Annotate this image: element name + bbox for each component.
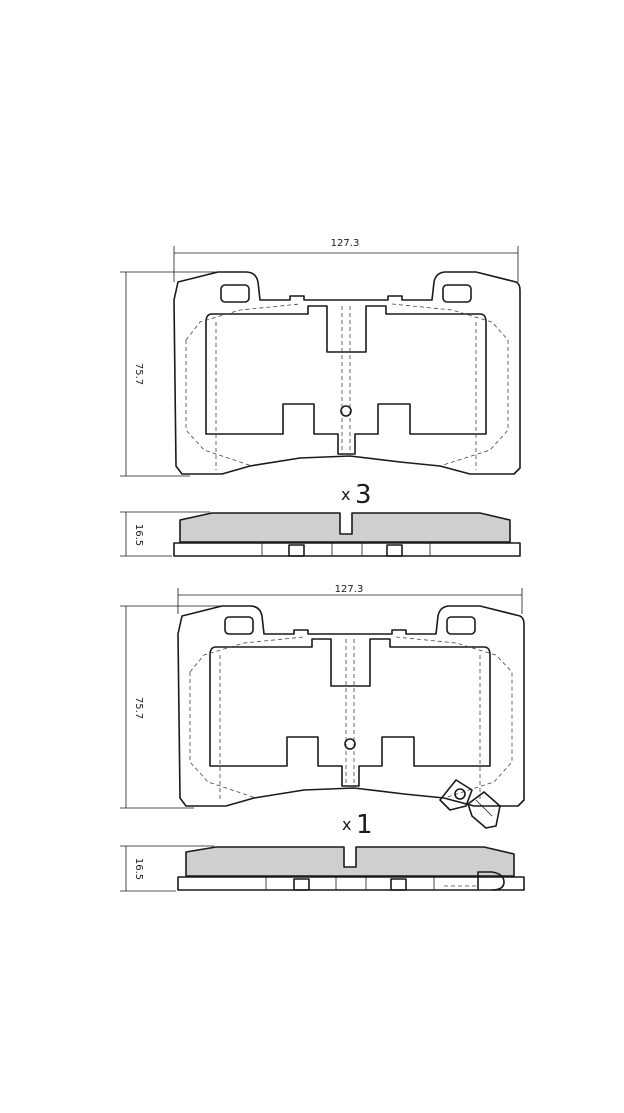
pad-2-center-hole	[344, 738, 356, 750]
pad-2-right-mount-hole	[446, 616, 476, 635]
pad-1-left-mount-hole	[220, 284, 250, 303]
pad-1-side-view: 16.5	[120, 511, 521, 557]
pad-1-height-dimension: 75.7	[120, 271, 220, 477]
pad-2-thickness-label: 16.5	[133, 858, 144, 880]
pad-1-center-hole	[340, 405, 352, 417]
wear-sensor	[439, 779, 501, 829]
pad-1-width-label: 127.3	[331, 238, 360, 249]
pad-1-quantity: x 3	[341, 480, 372, 510]
pad-2-width-dimension: 127.3	[177, 584, 523, 614]
pad-2-side-view: 16.5	[120, 845, 525, 892]
pad-1-backing-side	[173, 542, 521, 557]
pad-2-friction-outline	[209, 638, 491, 787]
pad-1-backing-plate	[173, 271, 521, 475]
pad-1-right-mount-hole	[442, 284, 472, 303]
pad-1-height-label: 75.7	[133, 363, 144, 385]
pad-2-qty-prefix: x	[342, 815, 351, 834]
pad-1-qty-prefix: x	[341, 485, 350, 504]
pad-1-friction-side	[179, 512, 511, 543]
pad-2-backing-side	[177, 876, 525, 891]
pad-1-hidden-contour	[185, 303, 509, 470]
pad-2-backing-plate	[177, 605, 525, 807]
pad-1: 127.3 75.7 x 3 16.5	[120, 238, 521, 557]
pad-1-qty-value: 3	[355, 480, 372, 510]
pad-1-friction-outline	[205, 305, 487, 455]
pad-2-width-label: 127.3	[335, 584, 364, 595]
pad-2-height-label: 75.7	[133, 697, 144, 719]
wear-sensor-side	[477, 871, 505, 891]
pad-1-width-dimension: 127.3	[173, 238, 519, 282]
pad-2-qty-value: 1	[356, 810, 373, 840]
pad-2-hidden-contour	[189, 636, 513, 802]
pad-2-left-mount-hole	[224, 616, 254, 635]
pad-2: 127.3 75.7 x 1 16.5	[120, 584, 525, 892]
pad-2-height-dimension: 75.7	[120, 605, 224, 809]
pad-1-thickness-label: 16.5	[133, 524, 144, 546]
pad-2-friction-side	[185, 846, 515, 877]
pad-2-quantity: x 1	[342, 810, 373, 840]
